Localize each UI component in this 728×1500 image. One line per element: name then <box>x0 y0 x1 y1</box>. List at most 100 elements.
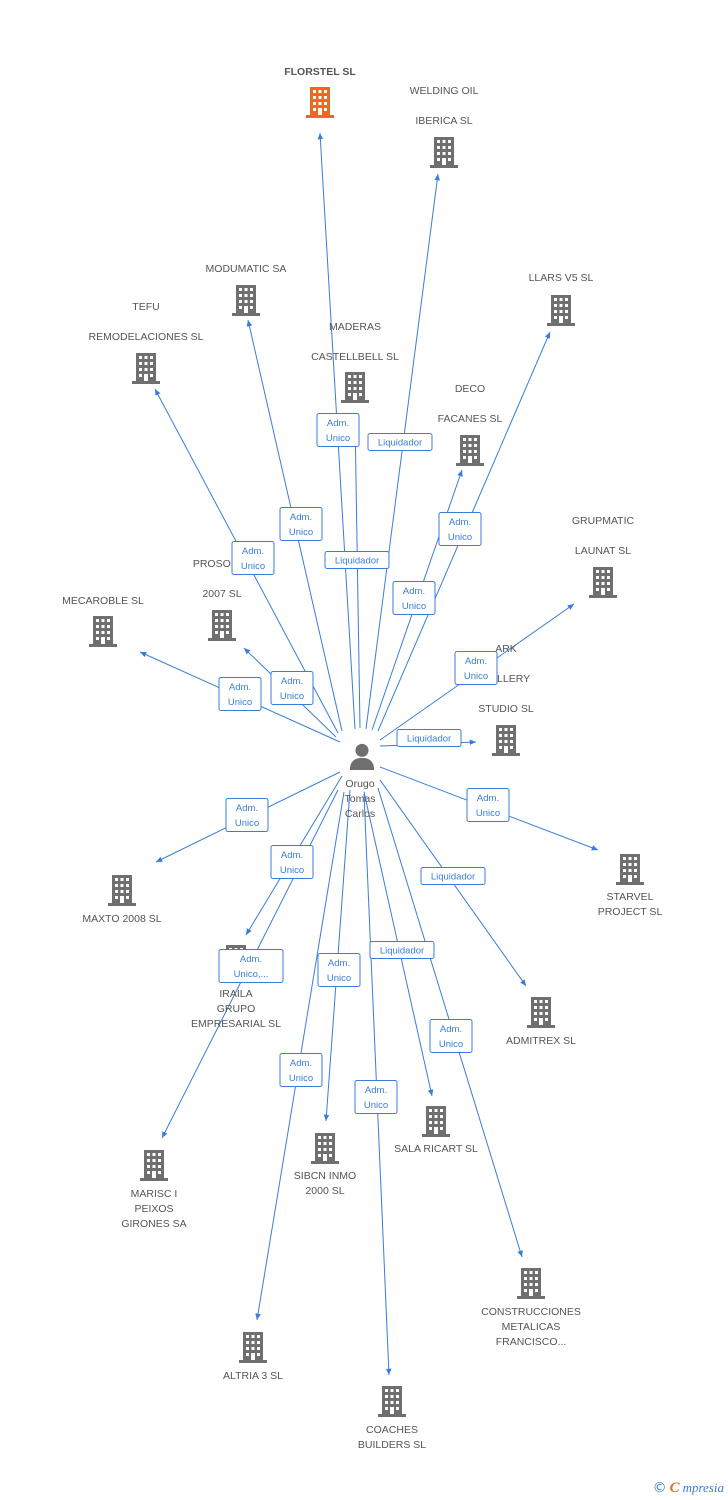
relation-label-construcciones[interactable]: Adm.Unico <box>429 1019 473 1053</box>
company-label: COACHES <box>366 1424 418 1436</box>
relation-label-coaches[interactable]: Adm. Unico <box>354 1080 398 1114</box>
company-label: EMPRESARIAL SL <box>191 1018 281 1030</box>
brand-logo-text: mpresia <box>682 1480 724 1495</box>
company-label: MECAROBLE SL <box>62 595 144 607</box>
relation-text: Unico <box>364 1100 388 1111</box>
company-label: TEFU <box>132 301 159 313</box>
company-label: STUDIO SL <box>478 703 534 715</box>
relation-label-modumatic[interactable]: Adm. Unico <box>279 507 323 541</box>
relation-label-mecaroble[interactable]: Adm.Unico <box>218 677 262 711</box>
company-node-welding[interactable]: WELDING OIL IBERICA SL <box>410 85 479 168</box>
company-node-florstel[interactable]: FLORSTEL SL <box>284 66 356 118</box>
relation-text: Unico <box>402 601 426 612</box>
relation-text: Unico <box>228 697 252 708</box>
relation-text: Adm. <box>290 512 312 523</box>
relation-text: Unico <box>280 691 304 702</box>
relation-label-ark[interactable]: Liquidador <box>396 729 462 747</box>
relation-text: Unico <box>289 1073 313 1084</box>
company-label: MAXTO 2008 SL <box>82 913 161 925</box>
company-node-altria[interactable]: ALTRIA 3 SL <box>223 1332 283 1382</box>
relation-label-marisc[interactable]: Adm. Unico <box>270 845 314 879</box>
building-icon <box>89 616 117 647</box>
company-node-modumatic[interactable]: MODUMATIC SA <box>206 263 287 316</box>
relation-box <box>438 512 482 546</box>
relation-text: Adm. <box>242 546 264 557</box>
building-icon <box>239 1332 267 1363</box>
building-icon <box>589 567 617 598</box>
relation-box <box>429 1019 473 1053</box>
company-node-mecaroble[interactable]: MECAROBLE SL <box>62 595 144 647</box>
person-label: Orugo <box>345 778 374 790</box>
company-node-starvel[interactable]: STARVEL PROJECT SL <box>598 854 663 918</box>
company-node-construcciones[interactable]: CONSTRUCCIONESMETALICASFRANCISCO... <box>481 1268 581 1348</box>
relation-text: Adm. <box>477 793 499 804</box>
relation-text: Adm. <box>365 1085 387 1096</box>
relation-box <box>369 941 435 959</box>
person-icon <box>349 743 375 770</box>
relation-box <box>225 798 269 832</box>
relation-label-florstel[interactable]: Adm.Unico <box>316 413 360 447</box>
company-label: LAUNAT SL <box>575 545 631 557</box>
company-label: CASTELLBELL SL <box>311 351 399 363</box>
company-label: 2000 SL <box>305 1185 344 1197</box>
company-label: STARVEL <box>607 891 654 903</box>
company-label: FLORSTEL SL <box>284 66 356 78</box>
brand-logo-initial: C <box>669 1479 680 1496</box>
relation-label-welding[interactable]: Liquidador <box>367 433 433 451</box>
relation-box <box>466 788 510 822</box>
company-label: PROJECT SL <box>598 906 663 918</box>
relation-label-grupmatic[interactable]: Adm.Unico <box>454 651 498 685</box>
relation-label-llars[interactable]: Adm. Unico <box>438 512 482 546</box>
relation-label-tefu[interactable]: Adm.Unico <box>231 541 275 575</box>
copyright-symbol: © <box>652 1480 667 1496</box>
relation-text: Adm. <box>465 656 487 667</box>
relation-text: Adm. <box>290 1058 312 1069</box>
relation-text: Unico <box>476 808 500 819</box>
relation-label-deco[interactable]: Adm.Unico <box>392 581 436 615</box>
relation-box <box>392 581 436 615</box>
relation-text: Adm. <box>281 676 303 687</box>
building-icon <box>527 997 555 1028</box>
relation-label-sibcn[interactable]: Adm.Unico <box>317 953 361 987</box>
relation-label-prosolar[interactable]: Adm. Unico <box>270 671 314 705</box>
relation-text: Unico <box>448 532 472 543</box>
company-label: WELDING OIL <box>410 85 479 97</box>
relation-label-maxto[interactable]: Adm.Unico <box>225 798 269 832</box>
relation-label-altria[interactable]: Adm. Unico <box>279 1053 323 1087</box>
relation-label-starvel[interactable]: Adm. Unico <box>466 788 510 822</box>
relation-text: Unico <box>289 527 313 538</box>
building-icon <box>430 137 458 168</box>
company-node-sala[interactable]: SALA RICART SL <box>394 1106 478 1155</box>
relation-box <box>454 651 498 685</box>
relation-label-admitrex[interactable]: Liquidador <box>420 867 486 885</box>
relation-label-maderas[interactable]: Liquidador <box>324 551 390 569</box>
relation-box <box>279 507 323 541</box>
relation-text: Adm. <box>449 517 471 528</box>
relation-text: Adm. <box>281 850 303 861</box>
relation-text: Adm. <box>328 958 350 969</box>
relation-label-sala[interactable]: Liquidador <box>369 941 435 959</box>
relation-label-iraila[interactable]: Adm.Unico,... <box>218 949 284 983</box>
company-label: ADMITREX SL <box>506 1035 576 1047</box>
relation-text: Unico <box>280 865 304 876</box>
company-node-maxto[interactable]: MAXTO 2008 SL <box>82 875 162 925</box>
relation-box <box>354 1080 398 1114</box>
company-node-llars[interactable]: LLARS V5 SL <box>529 272 594 326</box>
building-icon <box>132 353 160 384</box>
company-label: FRANCISCO... <box>496 1336 567 1348</box>
building-icon <box>616 854 644 885</box>
company-node-admitrex[interactable]: ADMITREX SL <box>506 997 576 1047</box>
company-label: DECO <box>455 383 485 395</box>
company-label: GIRONES SA <box>121 1218 186 1230</box>
company-label: IBERICA SL <box>415 115 472 127</box>
